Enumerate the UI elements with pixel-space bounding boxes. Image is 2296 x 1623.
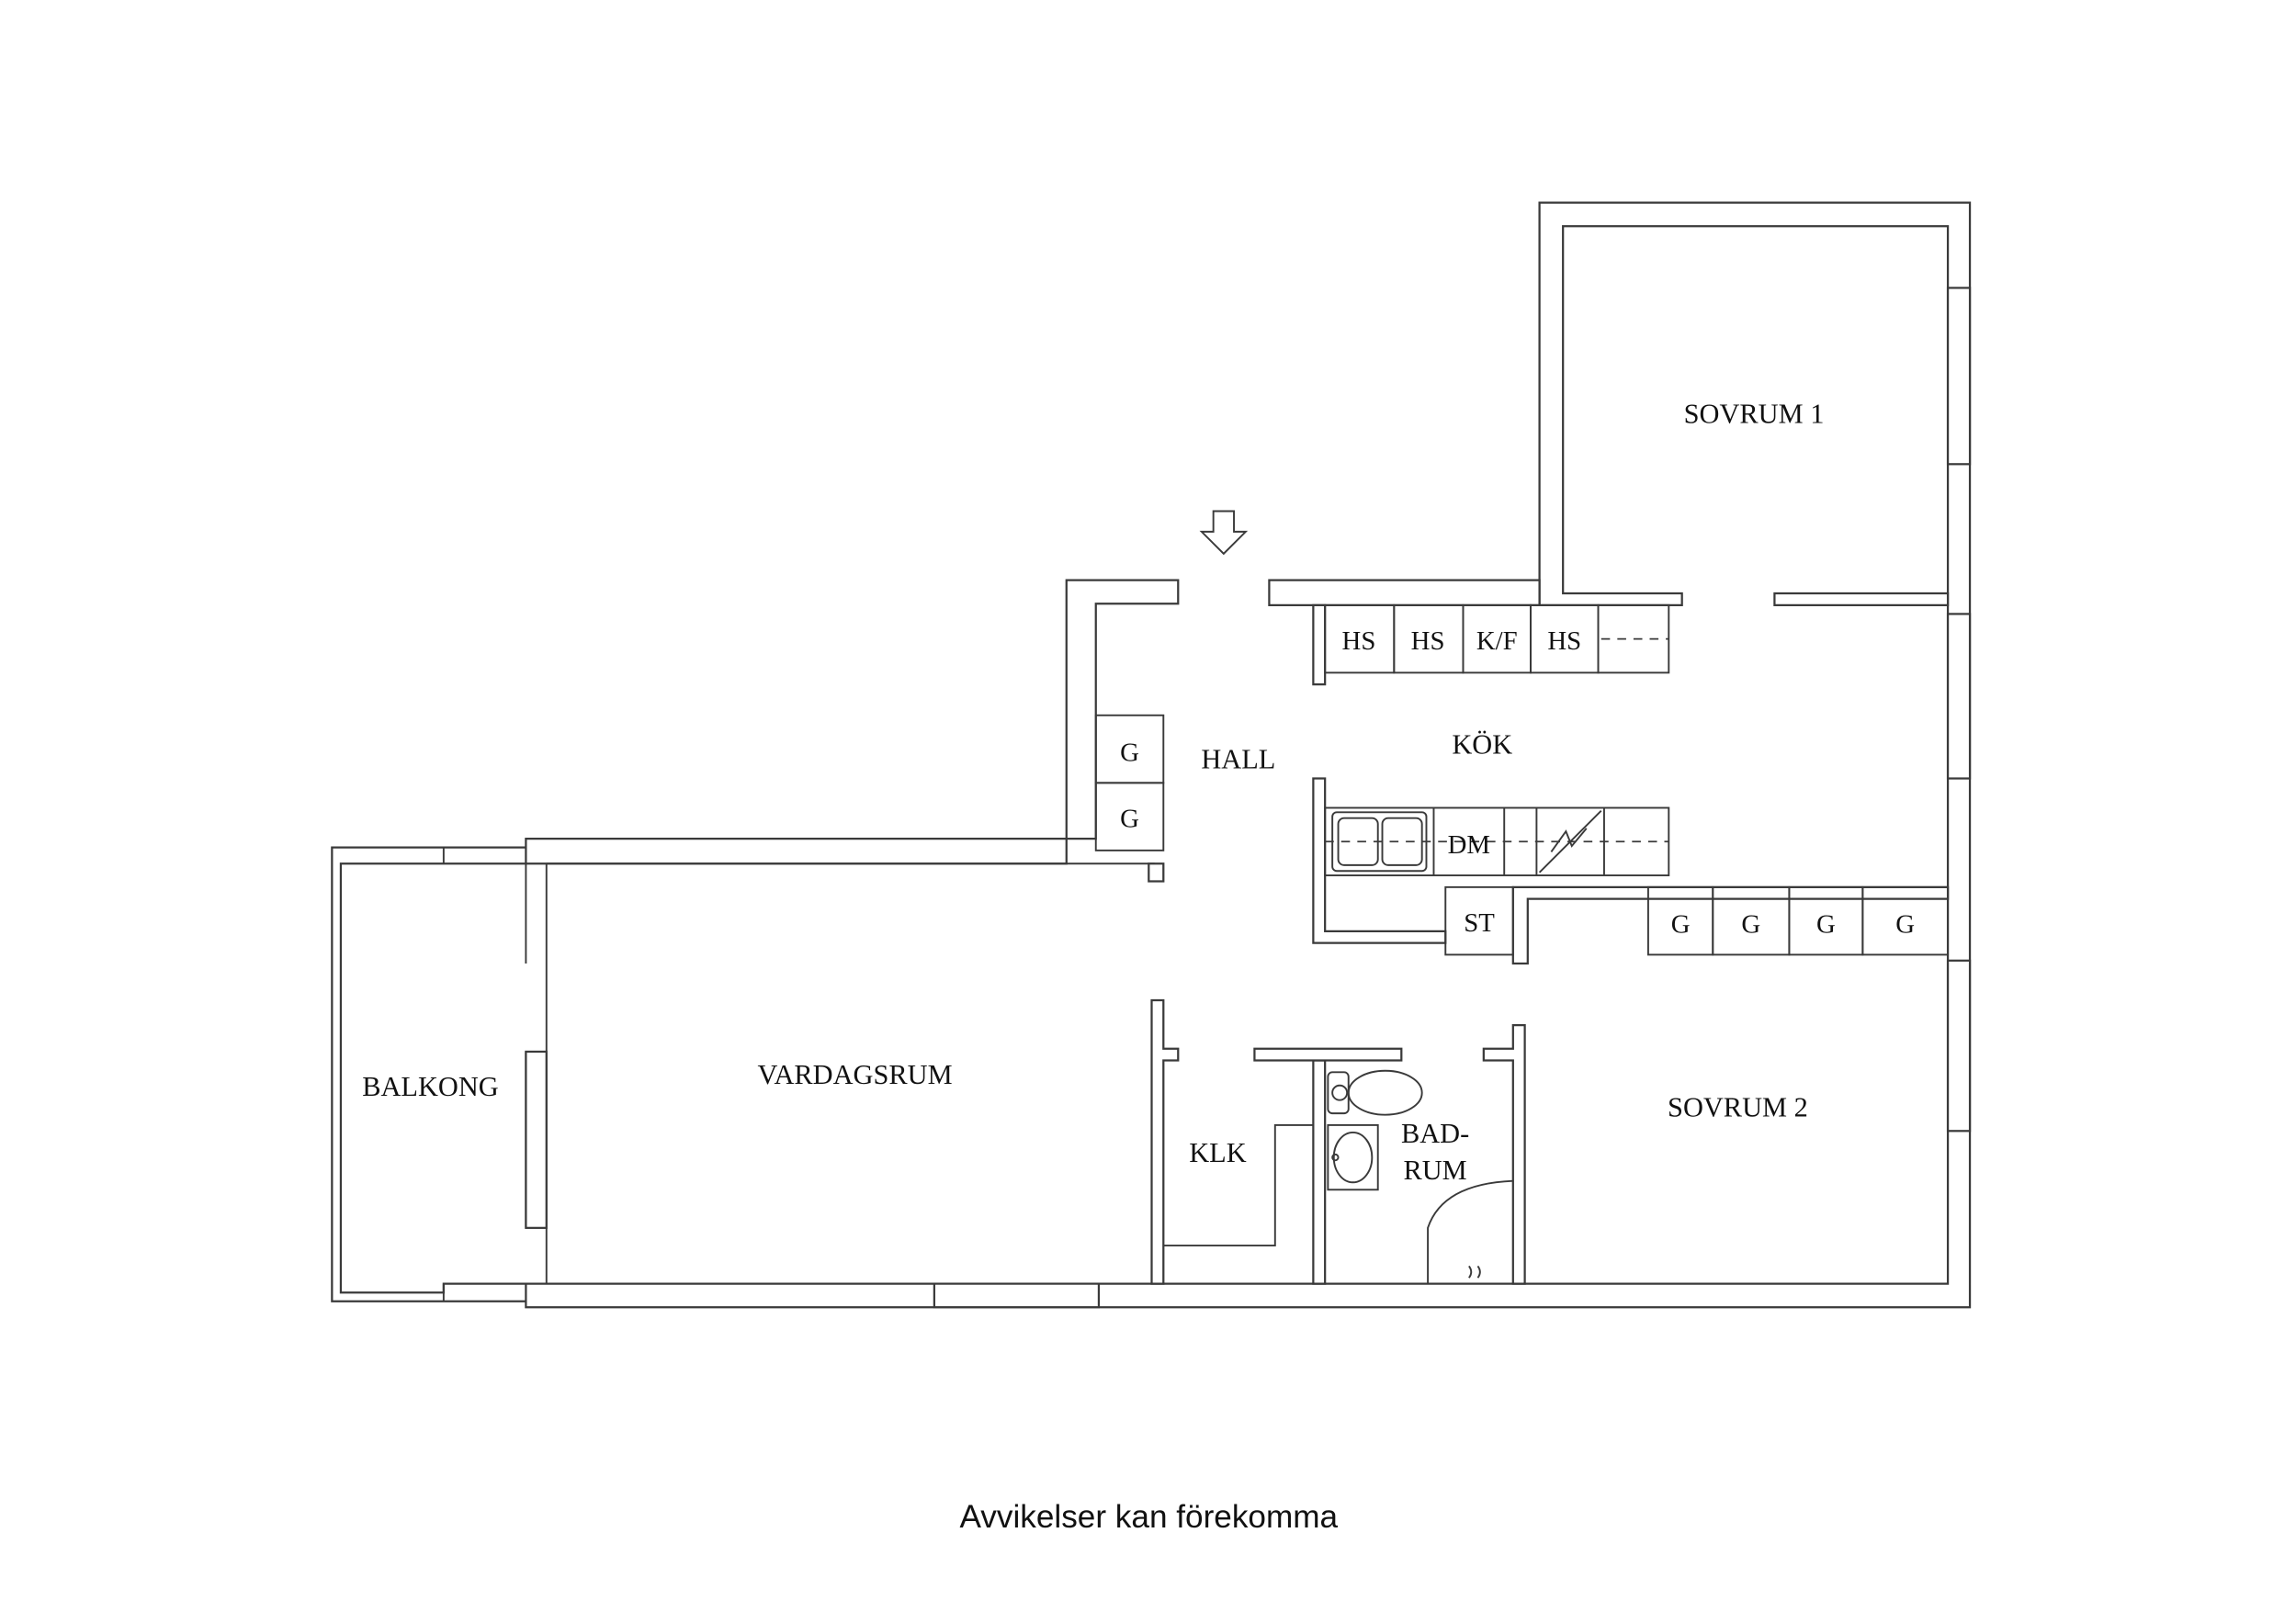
window [1946, 959, 1972, 1133]
bedroom1-south-partition [1773, 592, 1950, 606]
room-label-hall: HALL [1201, 743, 1275, 774]
stove-unit: ST [1444, 885, 1514, 956]
klk-wall [1150, 998, 1180, 1285]
disclaimer-caption: Avvikelser kan förekomma [960, 1499, 1339, 1535]
kitchen-counter: DM [1324, 806, 1670, 877]
room-label-kok: KÖK [1452, 728, 1512, 760]
closet-label: G [1816, 909, 1836, 939]
closet-label: G [1120, 804, 1139, 833]
room-label-sovrum-1: SOVRUM 1 [1684, 399, 1825, 430]
cabinet-label: HS [1547, 626, 1581, 656]
bedroom1-outer-wall [525, 201, 1972, 1309]
bathroom-north-wall [1253, 1047, 1403, 1062]
room-labels: SOVRUM 1 KÖK HALL VARDAGSRUM BALKONG KLK… [362, 399, 1824, 1187]
window [525, 1050, 548, 1229]
balcony [331, 846, 527, 1302]
cooktop-icon [1538, 810, 1602, 873]
cabinet-label: K/F [1476, 626, 1518, 656]
wash-basin-icon [1327, 1123, 1379, 1191]
room-label-sovrum-2: SOVRUM 2 [1668, 1091, 1808, 1122]
windows [525, 287, 1972, 1309]
upper-cabinets: HS HS K/F HS [1324, 603, 1670, 674]
hall-west-partition [1148, 862, 1165, 883]
hall-closets: G G [1094, 714, 1165, 851]
balcony-rail [442, 847, 527, 1302]
hall-upper-wall [1312, 603, 1327, 686]
window [1946, 287, 1972, 466]
room-label-vardagsrum: VARDAGSRUM [757, 1059, 952, 1090]
room-label-badrum-1: BAD- [1401, 1118, 1469, 1149]
shower-icon [1427, 1179, 1513, 1284]
cabinet-label: HS [1342, 626, 1376, 656]
bathroom-west-wall [1312, 1059, 1327, 1285]
window [933, 1282, 1101, 1309]
room-label-klk: KLK [1189, 1137, 1246, 1168]
stove-label: ST [1464, 908, 1495, 938]
toilet-icon [1327, 1069, 1423, 1116]
cabinet-label: HS [1411, 626, 1445, 656]
dishwasher-label: DM [1448, 830, 1490, 860]
kitchen-north-wall [1268, 579, 1541, 606]
window [1946, 613, 1972, 780]
corridor-closets: G G G G [1646, 885, 1950, 956]
room-label-balkong: BALKONG [362, 1071, 498, 1102]
closet-label: G [1120, 738, 1139, 767]
room-label-badrum-2: RUM [1403, 1155, 1466, 1186]
bathroom-fixtures [1327, 1069, 1513, 1284]
corridor-wall [1511, 885, 1950, 965]
entrance-arrow-icon [1199, 510, 1249, 556]
closet-label: G [1895, 909, 1915, 939]
closet-label: G [1741, 909, 1760, 939]
bathroom-east-wall [1482, 1024, 1526, 1285]
klk-inner-wall [1163, 1123, 1314, 1246]
balcony-outline [331, 846, 527, 1302]
closet-label: G [1671, 909, 1691, 939]
kitchen-sink-icon [1331, 811, 1428, 873]
hall-north-wall [525, 579, 1180, 865]
